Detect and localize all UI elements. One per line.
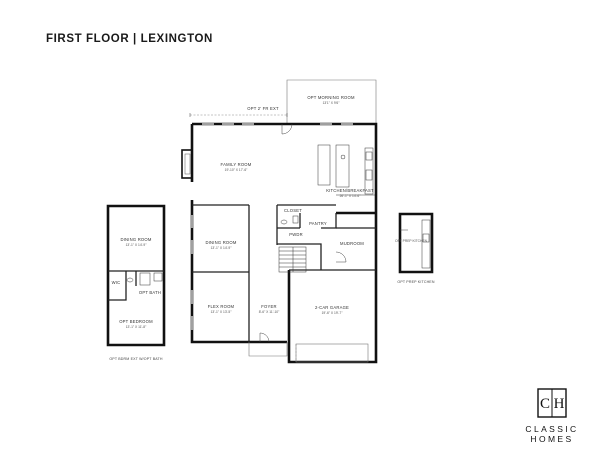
family-room-label: FAMILY ROOM	[221, 162, 252, 167]
garage-door	[295, 343, 369, 363]
prep-kitchen-caption: OPT PREP KITCHEN	[397, 280, 434, 284]
morning-room-dims: 13'1" X 9'6"	[323, 101, 341, 105]
prep-kitchen-room-label: OPT PREP KITCHEN	[395, 239, 428, 243]
morning-room-outline	[189, 79, 377, 124]
powder-label: PWDR	[289, 232, 303, 237]
family-room-dims: 19'-10" X 17'-6"	[225, 168, 248, 172]
logo-line-1: CLASSIC	[525, 424, 579, 434]
opt-bedroom-dims: 13'-1" X 11'-8"	[126, 325, 147, 329]
kitchen-fixtures	[317, 144, 375, 196]
plan-title: FIRST FLOOR | LEXINGTON	[46, 33, 213, 45]
dining-room-alt-label: DINING ROOM	[120, 237, 151, 242]
morning-room-label: OPT MORNING ROOM	[307, 95, 355, 100]
opt-bath-label: OPT BATH	[139, 290, 161, 295]
opt-bedroom-plan	[106, 204, 166, 347]
logo-letter-h: H	[554, 396, 565, 412]
logo-letter-c: C	[540, 396, 550, 412]
interior-walls	[192, 204, 376, 342]
fr-ext-label: OPT 2' FR EXT	[247, 106, 279, 111]
garage-label: 2-CAR GARAGE	[315, 305, 349, 310]
dining-room-dims: 13'-1" X 14'-9"	[211, 246, 233, 250]
opt-bedroom-label: OPT BEDROOM	[119, 319, 153, 324]
foyer-dims: 8'-6" X 11'-10"	[259, 310, 280, 314]
ch-monogram-icon: C H	[537, 388, 567, 418]
flex-room-label: FLEX ROOM	[208, 304, 235, 309]
dining-room-alt-dims: 13'-1" X 14'-9"	[126, 243, 148, 247]
closet-label: CLOSET	[284, 208, 302, 213]
bedroom-option-caption: OPT BDRM EXT W/OPT BATH	[109, 357, 163, 361]
garage-dims: 19'-6" X 19'-7"	[322, 311, 344, 315]
powder-fixtures	[280, 215, 299, 225]
fireplace	[181, 149, 193, 179]
front-porch	[248, 332, 288, 357]
flex-room-dims: 13'-1" X 13'-5"	[211, 310, 233, 314]
classic-homes-logo: C H CLASSIC HOMES	[517, 388, 587, 444]
wic-label: WIC	[112, 280, 121, 285]
pantry-label: PANTRY	[309, 221, 327, 226]
kitchen-dims: 26'-1" X 14'-6"	[340, 194, 362, 198]
stairs	[278, 246, 307, 273]
dining-room-label: DINING ROOM	[205, 240, 236, 245]
logo-line-2: HOMES	[530, 434, 574, 444]
mudroom-label: MUDROOM	[340, 241, 364, 246]
prep-kitchen-plan	[398, 212, 434, 274]
windows	[191, 123, 353, 330]
foyer-label: FOYER	[261, 304, 276, 309]
kitchen-label: KITCHEN/BREAKFAST	[326, 188, 374, 193]
